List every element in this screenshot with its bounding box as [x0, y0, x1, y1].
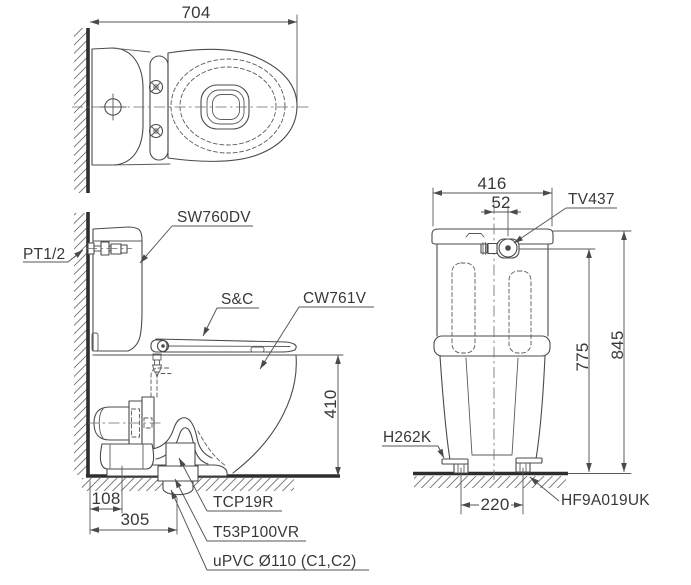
dimension-outlet-from-wall: 108: [89, 465, 123, 535]
label-floor-fixing: HF9A019UK: [529, 476, 650, 509]
drain-collar: [157, 465, 199, 482]
trapway-outlet: [152, 417, 227, 496]
seat-fixing-bolt: [151, 353, 163, 379]
wall-hatch-top-view: [74, 28, 87, 193]
dim-overall-depth-text: 704: [182, 3, 211, 22]
cistern-side-outline: [91, 226, 143, 352]
dimension-bolt-spacing: 220: [460, 467, 524, 515]
label-water-supply: PT1/2: [23, 246, 84, 263]
label-seat-and-cover: S&C: [202, 291, 259, 337]
hinge-bolt-icon: [148, 79, 164, 95]
label-water-supply-text: PT1/2: [23, 246, 65, 263]
label-inlet-valve: TV437: [513, 191, 617, 244]
dim-drain-center-text: 305: [121, 510, 150, 529]
rear-view: 416 52 775 845 220: [382, 174, 650, 515]
water-supply-fitting: [86, 241, 132, 256]
dim-rim-height-text: 410: [321, 390, 340, 419]
dimension-overall-depth: 704: [89, 3, 298, 109]
label-bolt-cap: H262K: [382, 429, 445, 459]
dimension-inlet-height: 775: [518, 248, 596, 473]
label-bolt-cap-text: H262K: [383, 429, 432, 446]
outlet-socket: [165, 442, 196, 467]
dimension-overall-height: 845: [552, 230, 632, 473]
seat-lid-top-outline: [167, 48, 298, 162]
label-bowl: CW761V: [259, 290, 374, 370]
dimension-rim-height: 410: [295, 354, 344, 477]
wall-hatch-side-view: [74, 213, 87, 475]
top-view: 704: [72, 3, 312, 193]
label-flush-valve: T53P100VR: [174, 478, 306, 542]
label-floor-fixing-text: HF9A019UK: [561, 492, 650, 509]
side-view: 410 108 305 SW760DV PT1/2 S&C: [23, 209, 374, 571]
seat-hinge-icon: [156, 339, 170, 353]
dim-outlet-from-wall-text: 108: [92, 489, 121, 508]
dim-bolt-spacing-text: 220: [481, 495, 510, 514]
label-drain-pipe-text: uPVC Ø110 (C1,C2): [213, 553, 357, 570]
inlet-valve: [480, 238, 520, 259]
fixing-bolt-caps: [441, 457, 543, 474]
dim-tank-width-text: 416: [478, 174, 507, 193]
flush-valve-mechanism: [88, 367, 172, 470]
drain-pipe-below-floor: [162, 480, 194, 496]
tank-rear-outline: [431, 228, 554, 357]
label-outlet-socket-text: TCP19R: [213, 494, 274, 511]
bowl-pedestal-rear: [439, 355, 546, 474]
seat-hinge-top: [148, 55, 169, 161]
dim-inlet-valve-offset-text: 52: [491, 193, 510, 212]
floor-hatch-rear-view: [414, 476, 566, 488]
label-cistern: SW760DV: [139, 209, 253, 264]
dimension-inlet-valve-offset: 52: [481, 193, 521, 237]
label-drain-pipe: uPVC Ø110 (C1,C2): [170, 489, 369, 571]
dim-inlet-height-text: 775: [573, 343, 592, 372]
dimension-tank-width: 416: [432, 174, 553, 227]
label-seat-and-cover-text: S&C: [221, 291, 253, 308]
dim-overall-height-text: 845: [608, 331, 627, 360]
seat-side-outline: [150, 338, 297, 379]
label-inlet-valve-text: TV437: [568, 191, 615, 208]
supply-inlet-top: [99, 93, 127, 121]
label-cistern-text: SW760DV: [177, 209, 251, 226]
label-flush-valve-text: T53P100VR: [213, 524, 299, 541]
hinge-bolt-icon: [148, 123, 164, 139]
tank-top-outline: [91, 47, 171, 166]
label-bowl-text: CW761V: [303, 290, 367, 307]
label-outlet-socket: TCP19R: [178, 457, 282, 512]
